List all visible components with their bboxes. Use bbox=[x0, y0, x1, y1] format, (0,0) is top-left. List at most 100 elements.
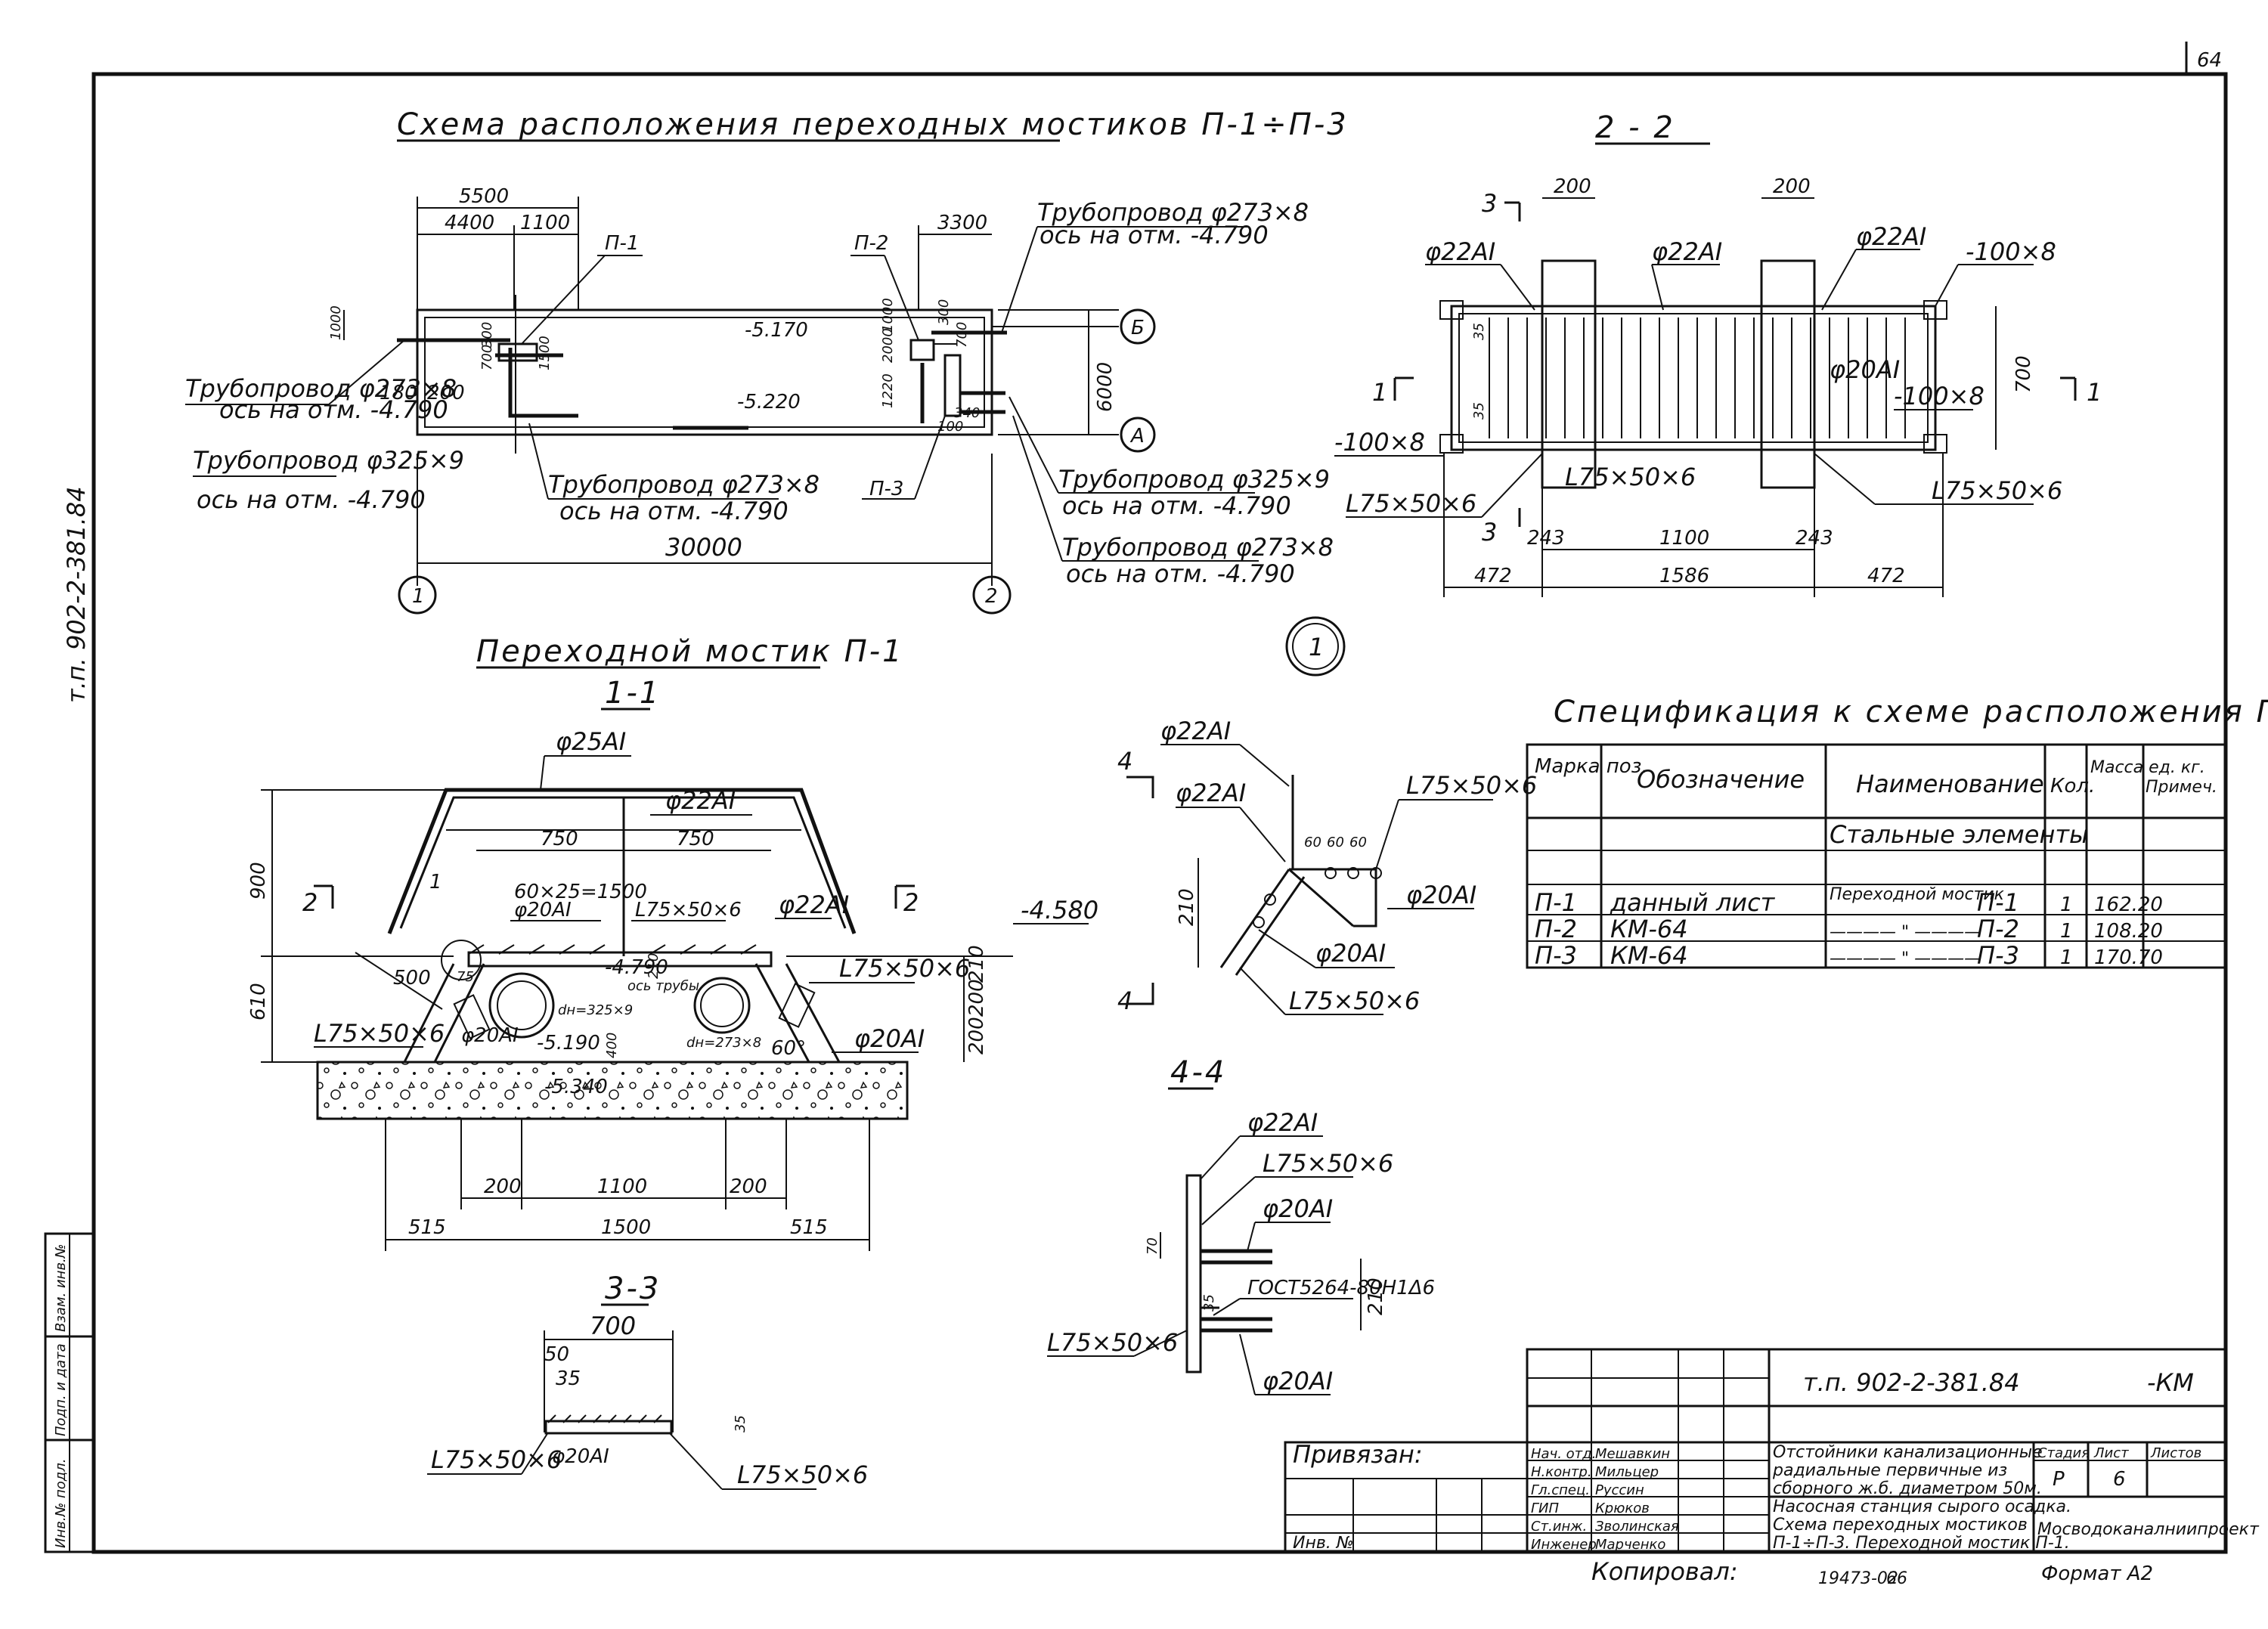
tb-sheet: 6 bbox=[2113, 1468, 2126, 1491]
svg-text:300: 300 bbox=[936, 299, 952, 325]
dim-180: 180 bbox=[380, 382, 417, 404]
n1-label-22a1: φ22AI bbox=[1176, 779, 1246, 807]
dim-243-left: 243 bbox=[1527, 527, 1565, 550]
label-25a1: φ25AI bbox=[556, 727, 626, 756]
level-4580: -4.580 bbox=[1021, 896, 1098, 924]
svg-text:Крюков: Крюков bbox=[1595, 1500, 1650, 1516]
title-block: Привязан: Инв. № т.п. 902-2-381.84 -КМ Н… bbox=[1284, 1348, 2260, 1588]
s44-label-l75: L75×50×6 bbox=[1263, 1149, 1393, 1178]
svg-text:60: 60 bbox=[1349, 835, 1367, 850]
label-22a1-side: φ22AI bbox=[779, 890, 849, 919]
layout-plan-title: Схема расположения переходных мостиков П… bbox=[397, 107, 1349, 142]
dim-700: 700 bbox=[2012, 355, 2035, 393]
label-l75-right: L75×50×6 bbox=[1932, 476, 2062, 505]
spec-h-mark: Марка поз. bbox=[1535, 755, 1648, 778]
tb-role-row: Гл.спец.Руссин bbox=[1531, 1482, 1644, 1498]
callout-pipe-273-right-low: Трубопровод φ273×8 ось на отм. -4.790 bbox=[1012, 415, 1334, 588]
dim-200-right: 200 bbox=[1773, 175, 1811, 198]
dim-1586: 1586 bbox=[1659, 565, 1709, 587]
dim-1100: 1100 bbox=[1659, 527, 1709, 550]
svg-text:П-2: П-2 bbox=[1977, 915, 2019, 943]
dim-3300: 3300 bbox=[937, 212, 987, 234]
tb-desc-4: Насосная станция сырого осадка. bbox=[1773, 1497, 2071, 1516]
label-pipe-axis: ось трубы bbox=[627, 978, 699, 994]
svg-text:данный лист: данный лист bbox=[1610, 888, 1776, 917]
dim-5500: 5500 bbox=[459, 185, 509, 208]
tb-role-row: Ст.инж. Зволинская bbox=[1531, 1519, 1679, 1535]
dim-472-right: 472 bbox=[1867, 565, 1905, 587]
mark-p2: П-2 bbox=[854, 232, 888, 255]
svg-text:60: 60 bbox=[1304, 835, 1321, 850]
tb-suffix: -КМ bbox=[2147, 1368, 2194, 1397]
spec-h-note: Примеч. bbox=[2146, 778, 2217, 797]
label-l75-left: L75×50×6 bbox=[1346, 489, 1476, 518]
axis-a-bubble: А bbox=[1120, 417, 1156, 453]
svg-text:Трубопровод φ273×8: Трубопровод φ273×8 bbox=[548, 470, 820, 499]
svg-text:340: 340 bbox=[954, 405, 980, 421]
callout-pipe-273-left: Трубопровод φ273×8 ось на отм. -4.790 bbox=[185, 339, 457, 424]
dim-210-right: 210 bbox=[965, 945, 988, 983]
node-ref-1: 1 bbox=[429, 871, 442, 893]
layout-plan: Схема расположения переходных мостиков П… bbox=[185, 107, 1349, 615]
dim-75: 75 bbox=[457, 969, 474, 985]
svg-text:ось на отм. -4.790: ось на отм. -4.790 bbox=[219, 395, 448, 424]
tb-desc-1: Отстойники канализационные bbox=[1773, 1443, 2043, 1462]
dim-30000: 30000 bbox=[665, 533, 742, 562]
svg-text:А: А bbox=[1129, 425, 1145, 448]
dim-200-left: 200 bbox=[1554, 175, 1591, 198]
s44-dim-35: 35 bbox=[1201, 1294, 1217, 1312]
tb-desc-2: радиальные первичные из bbox=[1772, 1461, 2007, 1480]
svg-text:ось на отм. -4.790: ось на отм. -4.790 bbox=[1062, 491, 1291, 520]
dim-6000: 6000 bbox=[1094, 362, 1117, 412]
dim-1500: 1500 bbox=[601, 1216, 651, 1239]
spec-h-name: Наименование bbox=[1856, 770, 2044, 798]
dim-900: 900 bbox=[247, 862, 270, 900]
label-l75-mid: L75×50×6 bbox=[1565, 463, 1696, 491]
dim-610: 610 bbox=[247, 983, 270, 1020]
label-22a1-left: φ22AI bbox=[1425, 237, 1495, 266]
dim-750-right: 750 bbox=[677, 828, 714, 850]
s33-label-20a1: φ20AI bbox=[552, 1445, 609, 1468]
bridge-p3 bbox=[943, 354, 962, 417]
label-100x8-left: -100×8 bbox=[1334, 428, 1425, 457]
bridge-title: Переходной мостик П-1 bbox=[476, 634, 904, 669]
section-3-3-title: 3-3 bbox=[605, 1271, 661, 1306]
section-4-4-title: 4-4 bbox=[1170, 1055, 1226, 1090]
label-l75-left: L75×50×6 bbox=[314, 1019, 445, 1048]
svg-text:Марченко: Марченко bbox=[1595, 1537, 1665, 1553]
svg-text:Нач. отд.: Нач. отд. bbox=[1531, 1446, 1596, 1462]
dim-1000: 1000 bbox=[328, 305, 344, 340]
tb-copied: Копировал: bbox=[1591, 1557, 1738, 1586]
svg-text:Мильцер: Мильцер bbox=[1595, 1464, 1659, 1480]
cut-2-right: 2 bbox=[903, 888, 919, 917]
spec-group: Стальные элементы bbox=[1830, 820, 2088, 849]
label-l75-right: L75×50×6 bbox=[839, 954, 970, 983]
level-5170: -5.170 bbox=[745, 319, 808, 342]
mark-p1: П-1 bbox=[605, 232, 639, 255]
svg-text:Зволинская: Зволинская bbox=[1595, 1519, 1679, 1535]
dim-210-mid: 210 bbox=[646, 953, 662, 979]
s44-dim-70: 70 bbox=[1145, 1237, 1160, 1255]
svg-text:Ст.инж.: Ст.инж. bbox=[1531, 1519, 1587, 1535]
dim-750-left: 750 bbox=[541, 828, 578, 850]
svg-text:Переходной мостик: Переходной мостик bbox=[1830, 885, 2005, 904]
svg-text:108.20: 108.20 bbox=[2094, 920, 2163, 943]
svg-text:700: 700 bbox=[479, 345, 495, 370]
svg-text:2000: 2000 bbox=[880, 328, 896, 363]
level-5220: -5.220 bbox=[737, 391, 801, 413]
mark-p3: П-3 bbox=[869, 478, 903, 500]
pipe-325-right bbox=[920, 363, 1005, 423]
s33-dim-35-right: 35 bbox=[733, 1415, 748, 1432]
tb-role-row: Нач. отд.Мешавкин bbox=[1531, 1446, 1670, 1462]
svg-text:100: 100 bbox=[937, 419, 963, 435]
s33-label-l75-left: L75×50×6 bbox=[431, 1445, 562, 1474]
side-boxes: Инв.№ подл. Подп. и дата Взам. инв.№ bbox=[44, 1232, 95, 1553]
svg-text:170.70: 170.70 bbox=[2094, 946, 2163, 969]
svg-text:700: 700 bbox=[954, 322, 970, 348]
svg-text:ось на отм. -4.790: ось на отм. -4.790 bbox=[559, 497, 789, 525]
n1-label-20a1-low: φ20AI bbox=[1315, 939, 1386, 968]
svg-text:П-1: П-1 bbox=[1535, 888, 1577, 917]
tb-order: 19473-02 bbox=[1818, 1569, 1898, 1588]
